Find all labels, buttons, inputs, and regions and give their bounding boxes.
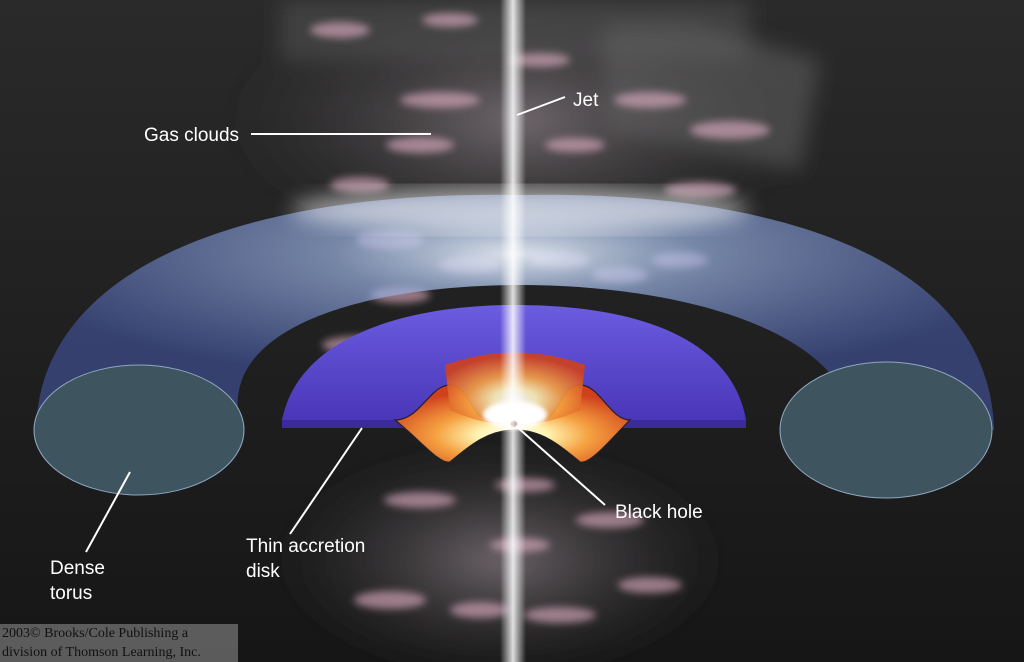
black-hole-leader xyxy=(515,425,606,506)
accretion-disk-leader xyxy=(289,427,363,535)
jet-label: Jet xyxy=(573,90,599,111)
copyright-credit: 2003© Brooks/Cole Publishing a division … xyxy=(0,624,238,662)
torus xyxy=(36,194,994,430)
accretion-disk-label: Thin accretion disk xyxy=(246,536,366,582)
torus-leader xyxy=(85,471,131,553)
torus-cross-section-right xyxy=(779,361,993,499)
gas-clouds-label: Gas clouds xyxy=(144,125,240,146)
jet xyxy=(500,0,526,662)
leader-lines xyxy=(85,96,606,553)
torus-cross-section-left xyxy=(33,364,245,496)
jet-leader xyxy=(516,96,566,116)
black-hole-label: Black hole xyxy=(615,502,703,523)
torus-label: Dense torus xyxy=(50,558,105,604)
